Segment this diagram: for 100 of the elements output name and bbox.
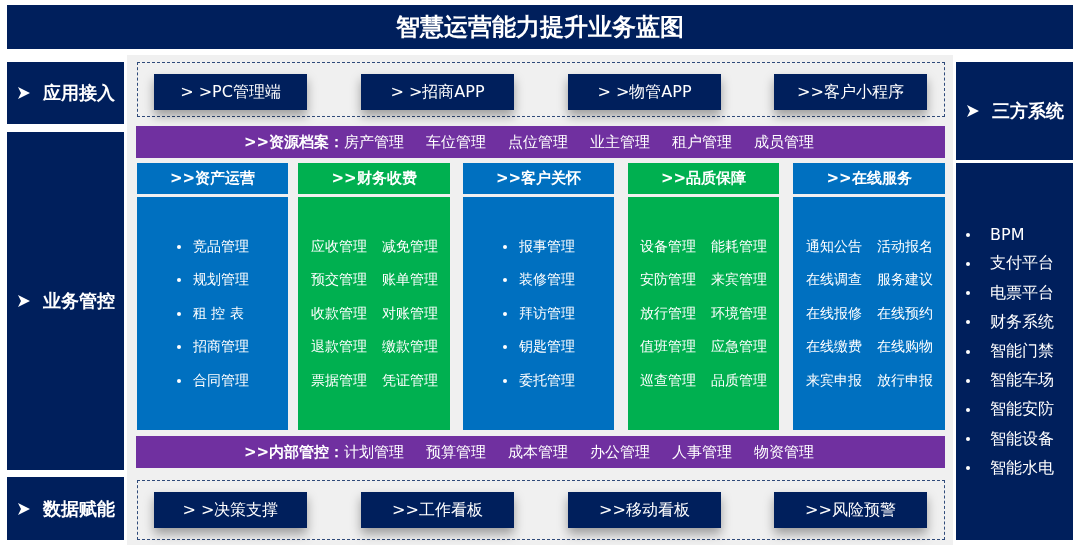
column-body: [137, 197, 288, 430]
column-body: [463, 197, 614, 430]
column-header: [463, 163, 614, 194]
list-item: 在线报修: [805, 303, 862, 323]
module-name: > >PC管理端: [180, 81, 281, 103]
list-item: 租 控 表: [193, 304, 244, 323]
list-item: 规划管理: [193, 271, 249, 289]
list-item: 委托管理: [519, 371, 575, 390]
column-title: >>财务收费: [331, 169, 417, 188]
list-item: 电票平台: [990, 282, 1054, 304]
list-item: 收款管理: [310, 303, 367, 323]
list-item: 缴款管理: [381, 337, 438, 357]
list-item: 活动报名: [876, 236, 933, 256]
list-item: 账单管理: [381, 270, 438, 290]
section-title: 三方系统: [991, 99, 1064, 123]
dashed-group-frame: [137, 480, 945, 540]
list-item: 票据管理: [310, 370, 367, 390]
column-body: [628, 197, 779, 430]
column-header: [628, 163, 779, 194]
list-item: 智能门禁: [990, 341, 1054, 362]
module-box: [774, 492, 927, 528]
list-item: 智能安防: [990, 399, 1054, 421]
section-title: 数据赋能: [42, 496, 115, 521]
list-item: BPM: [990, 225, 1025, 245]
list-item: 预交管理: [310, 270, 367, 290]
system-list-panel: [956, 163, 1073, 540]
list-item: 巡查管理: [640, 370, 696, 390]
section-label-box: [7, 62, 124, 124]
column-body: [793, 197, 945, 430]
module-name: >>工作看板: [392, 499, 483, 521]
list-item: 品质管理: [711, 370, 767, 390]
column-title: >>客户关怀: [495, 169, 582, 188]
module-box: [361, 74, 514, 110]
band-item: 成员管理: [754, 132, 815, 152]
list-item: 智能车场: [990, 370, 1054, 392]
module-box: [154, 492, 307, 528]
list-item: 财务系统: [990, 311, 1054, 333]
band-title: >>资源档案：: [244, 132, 345, 152]
category-band: [136, 126, 945, 158]
module-box: [774, 74, 927, 110]
list-item: 值班管理: [640, 337, 696, 357]
list-item: 在线调查: [805, 270, 862, 290]
band-item: 预算管理: [426, 442, 487, 462]
band-item: 租户管理: [672, 132, 733, 152]
column-title: >>品质保障: [660, 169, 747, 188]
list-item: 凭证管理: [381, 370, 438, 390]
list-item: 服务建议: [876, 270, 933, 290]
module-name: > >物管APP: [597, 81, 692, 103]
list-item: 通知公告: [805, 236, 862, 256]
list-item: 招商管理: [193, 338, 249, 356]
column-body: [298, 197, 450, 430]
section-title: 应用接入: [42, 81, 115, 105]
band-item: 车位管理: [426, 132, 487, 152]
band-item: 业主管理: [590, 132, 651, 152]
module-name: > >招商APP: [390, 81, 485, 103]
title-banner: 智慧运营能力提升业务蓝图: [7, 5, 1073, 49]
list-item: 应收管理: [310, 236, 367, 256]
module-box: [154, 74, 307, 110]
module-box: [568, 74, 721, 110]
list-item: 来宾申报: [805, 370, 862, 390]
band-item: 计划管理: [344, 442, 405, 462]
band-title: >>内部管控：: [244, 442, 345, 462]
list-item: 在线预约: [876, 303, 933, 323]
list-item: 对账管理: [381, 303, 438, 323]
list-item: 拜访管理: [519, 304, 575, 323]
list-item: 设备管理: [640, 236, 696, 256]
list-item: 退款管理: [310, 337, 367, 357]
column-header: [298, 163, 450, 194]
column-title: >>资产运营: [169, 169, 256, 188]
section-title: 业务管控: [42, 289, 115, 313]
list-item: 安防管理: [640, 270, 696, 290]
band-item: 办公管理: [590, 442, 651, 462]
list-item: 装修管理: [519, 271, 575, 289]
band-item: 点位管理: [508, 132, 569, 152]
list-item: 合同管理: [193, 371, 249, 390]
list-item: 在线购物: [876, 337, 933, 357]
list-item: 支付平台: [990, 253, 1054, 275]
column-title: >>在线服务: [826, 169, 912, 188]
band-item: 成本管理: [508, 442, 569, 462]
section-label-box: [956, 62, 1073, 160]
list-item: 钥匙管理: [519, 338, 575, 356]
list-item: 放行管理: [640, 303, 696, 323]
module-box: [361, 492, 514, 528]
module-box: [568, 492, 721, 528]
band-item: 物资管理: [754, 442, 815, 462]
list-item: 应急管理: [711, 337, 767, 357]
module-name: >>移动看板: [599, 499, 690, 521]
list-item: 来宾管理: [711, 270, 767, 290]
section-label-box: [7, 477, 124, 540]
list-item: 减免管理: [381, 236, 438, 256]
dashed-group-frame: [137, 62, 945, 117]
list-item: 放行申报: [876, 370, 933, 390]
band-item: 房产管理: [344, 132, 405, 152]
category-band: [136, 436, 945, 468]
list-item: 智能水电: [990, 457, 1054, 479]
list-item: 环境管理: [711, 303, 767, 323]
column-header: [137, 163, 288, 194]
column-header: [793, 163, 945, 194]
list-item: 智能设备: [990, 428, 1054, 450]
list-item: 在线缴费: [805, 337, 862, 357]
